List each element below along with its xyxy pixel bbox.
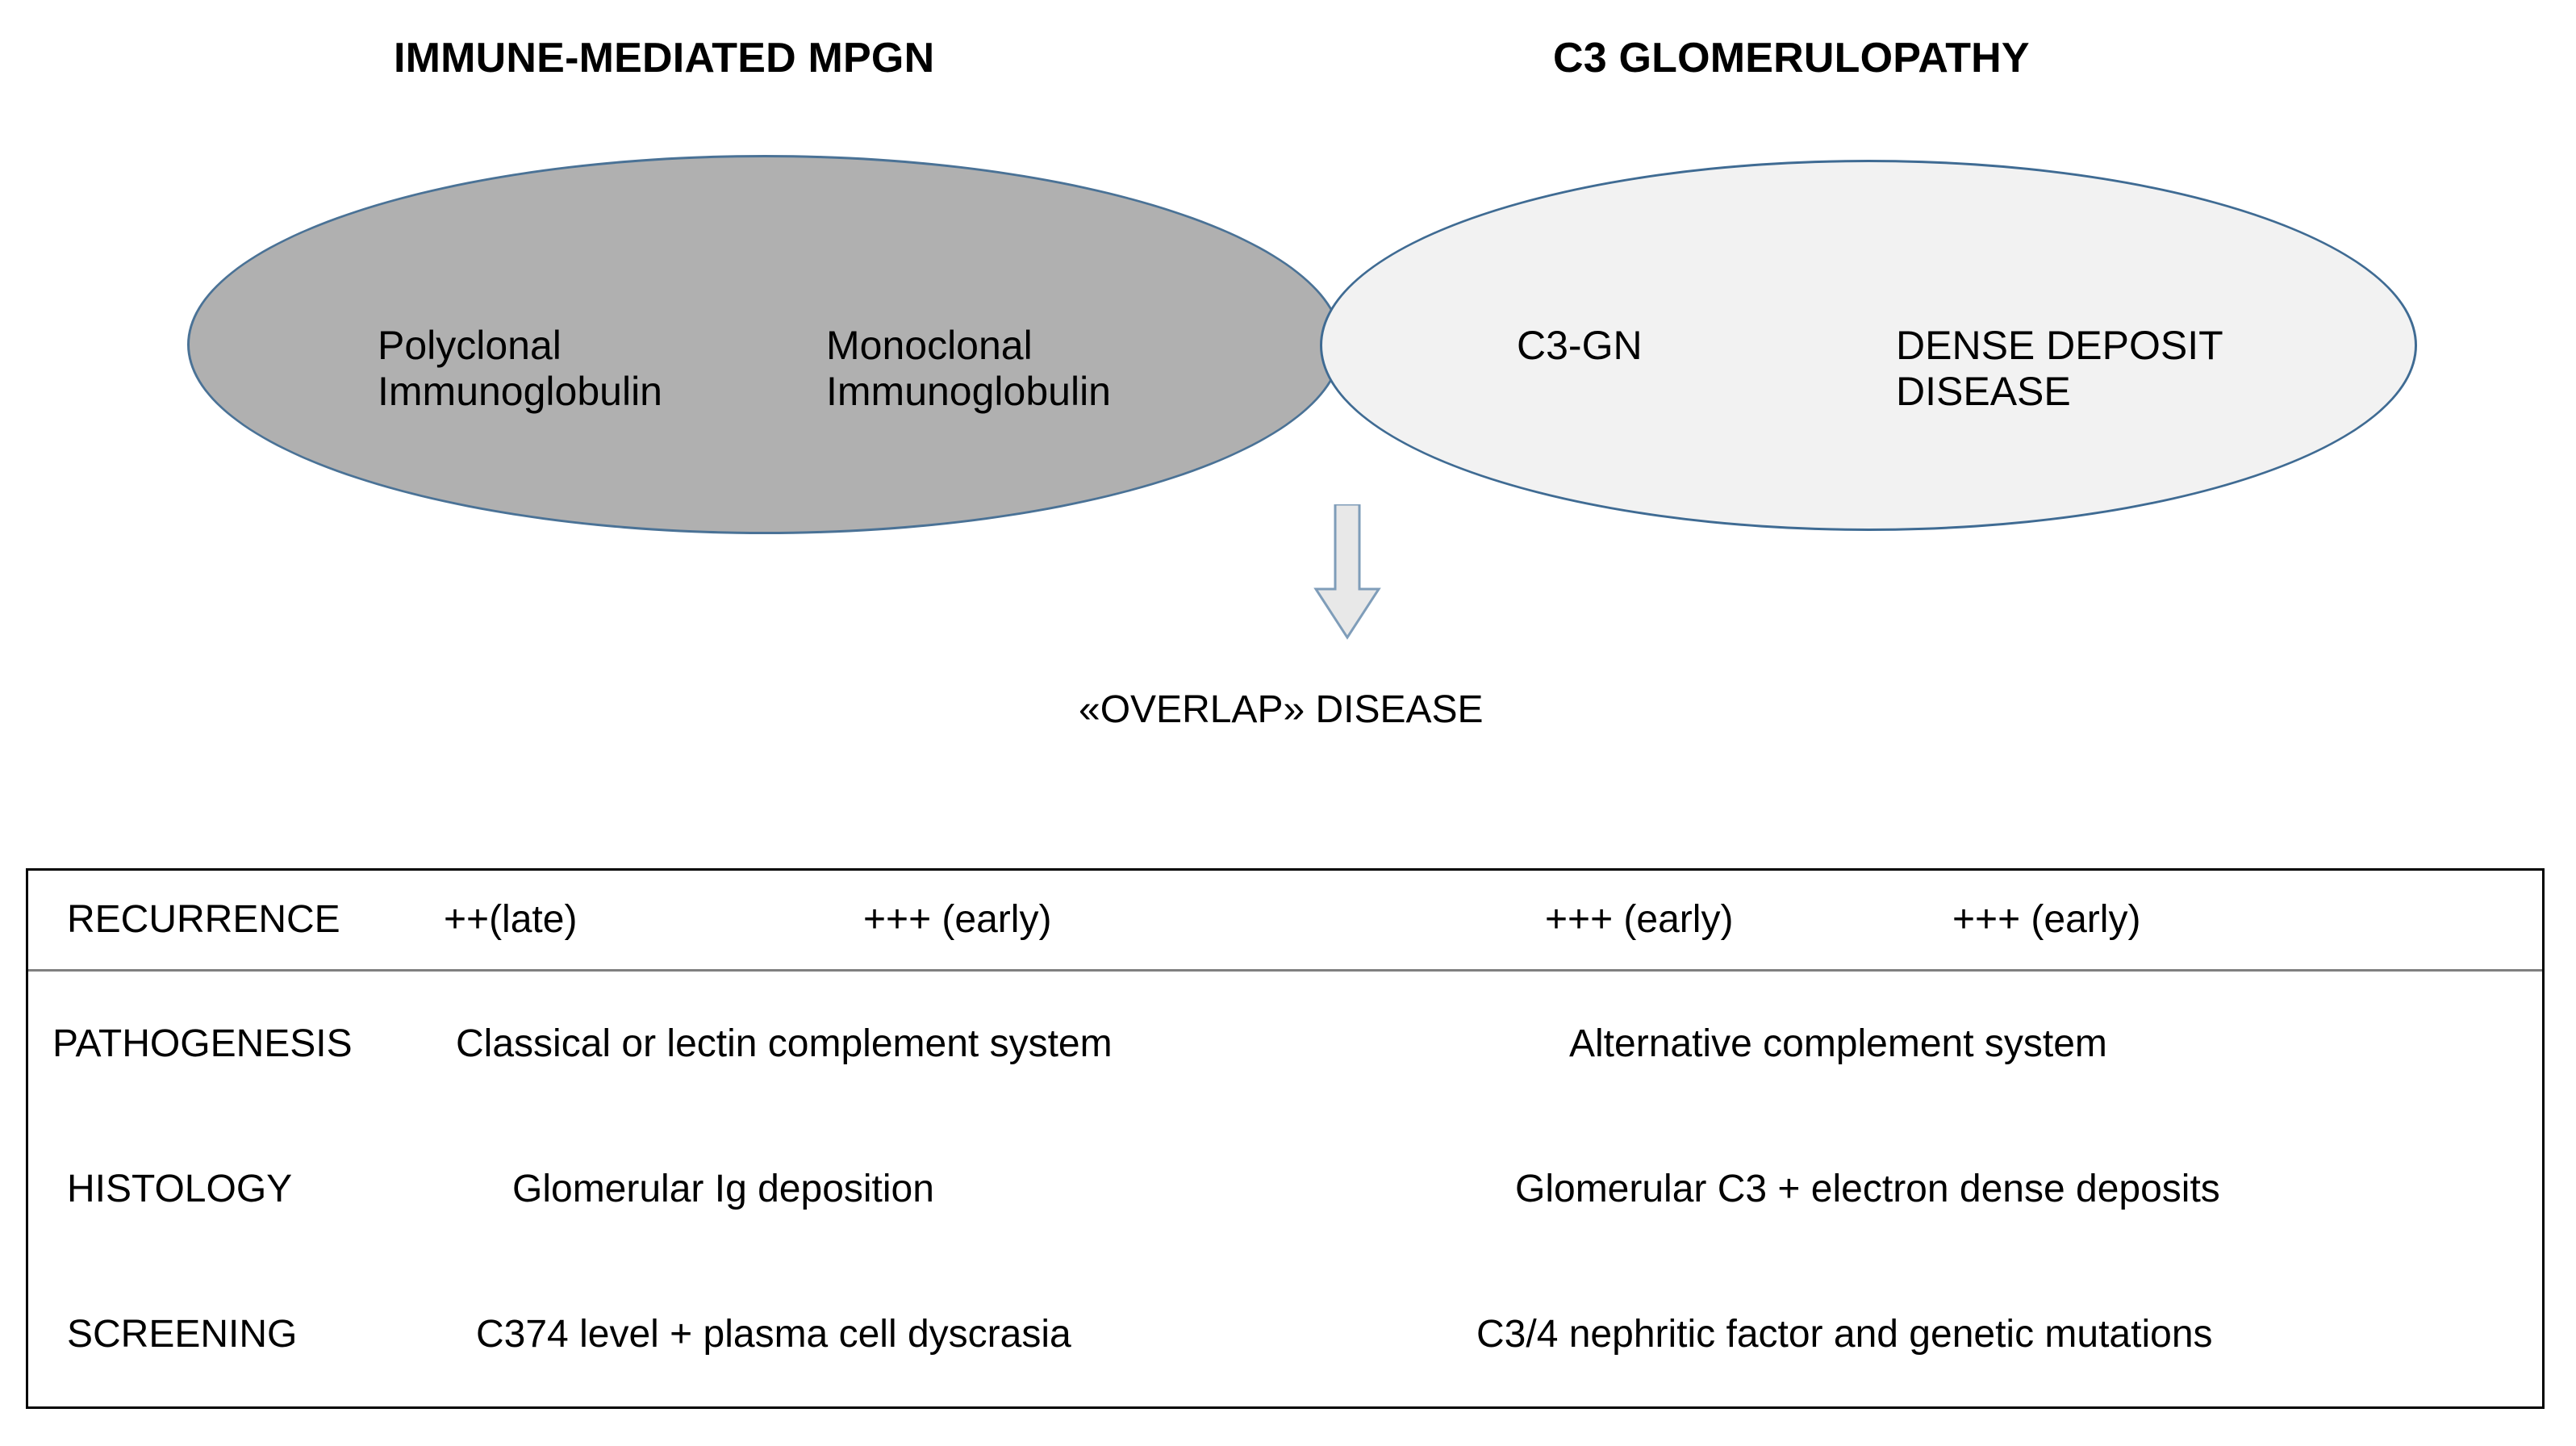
ellipse-c3-glomerulopathy xyxy=(1320,160,2417,531)
table-row-histology: HISTOLOGY Glomerular Ig deposition Glome… xyxy=(28,1117,2542,1262)
label-dense-deposit-disease: DENSE DEPOSIT DISEASE xyxy=(1896,323,2223,414)
table-row-pathogenesis: PATHOGENESIS Classical or lectin complem… xyxy=(28,972,2542,1117)
table-row-screening: SCREENING C374 level + plasma cell dyscr… xyxy=(28,1262,2542,1407)
cell-recurrence-monoclonal: +++ (early) xyxy=(863,898,1052,941)
comparison-table: RECURRENCE ++(late) +++ (early) +++ (ear… xyxy=(26,868,2545,1409)
cell-screening-immune-mediated: C374 level + plasma cell dyscrasia xyxy=(476,1313,1071,1356)
label-polyclonal-immunoglobulin: Polyclonal Immunoglobulin xyxy=(378,323,662,414)
cell-histology-c3-glomerulopathy: Glomerular C3 + electron dense deposits xyxy=(1515,1168,2220,1210)
label-overlap-disease: «OVERLAP» DISEASE xyxy=(1079,688,1484,731)
cell-pathogenesis-immune-mediated: Classical or lectin complement system xyxy=(456,1022,1113,1065)
cell-recurrence-ddd: +++ (early) xyxy=(1952,898,2141,941)
arrow-down-icon xyxy=(1313,504,1381,640)
heading-c3-glomerulopathy: C3 GLOMERULOPATHY xyxy=(1553,35,2030,81)
cell-histology-immune-mediated: Glomerular Ig deposition xyxy=(512,1168,934,1210)
row-label-histology: HISTOLOGY xyxy=(67,1168,293,1210)
row-label-screening: SCREENING xyxy=(67,1313,298,1356)
cell-screening-c3-glomerulopathy: C3/4 nephritic factor and genetic mutati… xyxy=(1476,1313,2213,1356)
label-c3-gn: C3-GN xyxy=(1517,323,1643,368)
heading-immune-mediated-mpgn: IMMUNE-MEDIATED MPGN xyxy=(394,35,935,81)
row-label-pathogenesis: PATHOGENESIS xyxy=(52,1022,353,1065)
row-label-recurrence: RECURRENCE xyxy=(67,898,340,941)
ellipse-immune-mediated-mpgn xyxy=(187,155,1342,534)
cell-recurrence-polyclonal: ++(late) xyxy=(444,898,578,941)
cell-recurrence-c3gn: +++ (early) xyxy=(1545,898,1734,941)
cell-pathogenesis-c3-glomerulopathy: Alternative complement system xyxy=(1569,1022,2107,1065)
table-row-recurrence: RECURRENCE ++(late) +++ (early) +++ (ear… xyxy=(28,871,2542,972)
label-monoclonal-immunoglobulin: Monoclonal Immunoglobulin xyxy=(826,323,1111,414)
